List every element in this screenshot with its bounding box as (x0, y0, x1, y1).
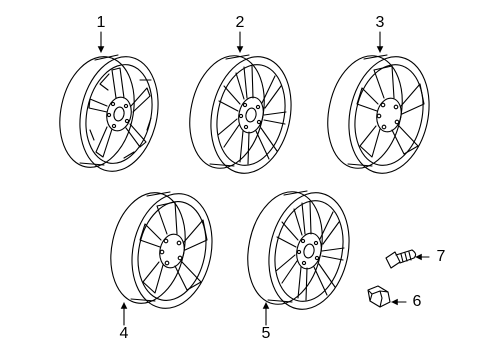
wheel-3 (327, 54, 430, 174)
callout-4: 4 (119, 325, 129, 342)
callout-7: 7 (436, 248, 446, 265)
lug-nut-6 (367, 285, 391, 308)
callout-6: 6 (412, 293, 422, 310)
wheel-1 (59, 54, 159, 172)
callout-3: 3 (375, 14, 385, 31)
wheel-4 (110, 191, 213, 309)
callout-2: 2 (235, 14, 245, 31)
callout-1: 1 (96, 14, 106, 31)
lug-bolt-7 (385, 249, 417, 269)
callout-5: 5 (261, 325, 271, 342)
wheel-5 (247, 190, 350, 310)
leader-lines (97, 31, 430, 326)
wheel-2 (189, 54, 292, 174)
